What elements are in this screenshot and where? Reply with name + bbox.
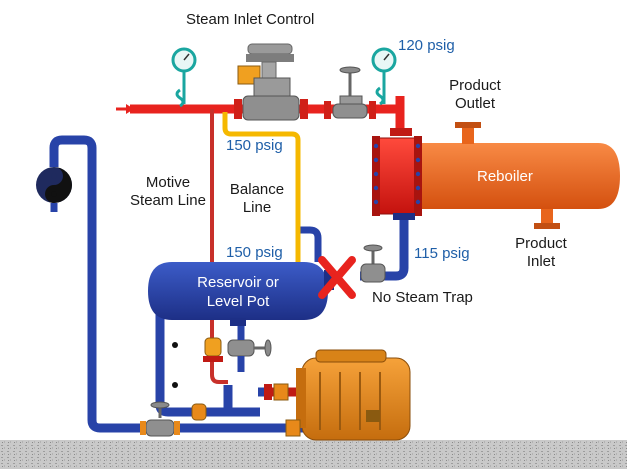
product-inlet-line2: Inlet <box>526 253 556 270</box>
no-steam-trap-label: No Steam Trap <box>372 289 473 306</box>
pressure-gauge-right <box>371 47 397 106</box>
product-outlet-line1: Product <box>449 77 501 94</box>
reboiler-shell <box>372 122 620 229</box>
reservoir-outlet-valve <box>227 318 272 372</box>
reboiler-label: Reboiler <box>477 168 533 185</box>
steam-inlet-control-valve <box>234 43 308 121</box>
pressure-gauge-left <box>171 47 197 108</box>
pump-inlet-flange <box>264 384 272 400</box>
inlet-isolation-valve <box>360 244 386 283</box>
sight-glass <box>172 342 178 388</box>
return-line-check <box>191 403 207 421</box>
motive-steam-line-line2: Steam Line <box>130 192 206 209</box>
reboiler-bottom-flange <box>393 213 415 220</box>
balance-line <box>222 112 301 265</box>
pump-trap <box>296 349 411 441</box>
motive-steam-line <box>210 109 228 384</box>
no-steam-trap-x <box>318 256 356 299</box>
product-outlet-line2: Outlet <box>454 95 496 112</box>
steam-flange <box>390 128 412 136</box>
reservoir-tank <box>148 262 334 320</box>
motive-steam-valve <box>203 337 223 362</box>
motive-steam-line-line1: Motive <box>145 174 191 191</box>
reservoir-line2: Level Pot <box>206 293 270 310</box>
product-inlet-line1: Product <box>515 235 567 252</box>
steam-isolation-valve <box>324 66 376 119</box>
balance-top-pressure-label: 150 psig <box>226 137 283 154</box>
reservoir-vent-line <box>300 226 322 262</box>
balance-line-line1: Balance <box>229 181 285 198</box>
product-inlet-label: Product Inlet <box>510 235 572 271</box>
motive-steam-line-label: Motive Steam Line <box>122 174 214 210</box>
return-line-valve <box>140 401 180 437</box>
floor <box>0 440 627 469</box>
pump-outlet-connector <box>285 419 301 437</box>
inlet-pressure-label: 120 psig <box>398 37 455 54</box>
steam-inlet-arrow <box>116 104 134 114</box>
reservoir-line1: Reservoir or <box>197 274 279 291</box>
reservoir-top-pressure-label: 150 psig <box>226 244 283 261</box>
steam-inlet-control-label: Steam Inlet Control <box>186 11 315 28</box>
pump-orange-connector <box>273 383 289 401</box>
balance-line-line2: Line <box>242 199 272 216</box>
trap-symbol-icon <box>36 152 72 212</box>
reboiler-outlet-pressure-label: 115 psig <box>414 245 470 262</box>
product-outlet-label: Product Outlet <box>444 77 506 113</box>
reservoir-label: Reservoir or Level Pot <box>168 273 308 311</box>
reboiler-condensate-line <box>360 214 409 281</box>
balance-line-label: Balance Line <box>222 181 292 217</box>
